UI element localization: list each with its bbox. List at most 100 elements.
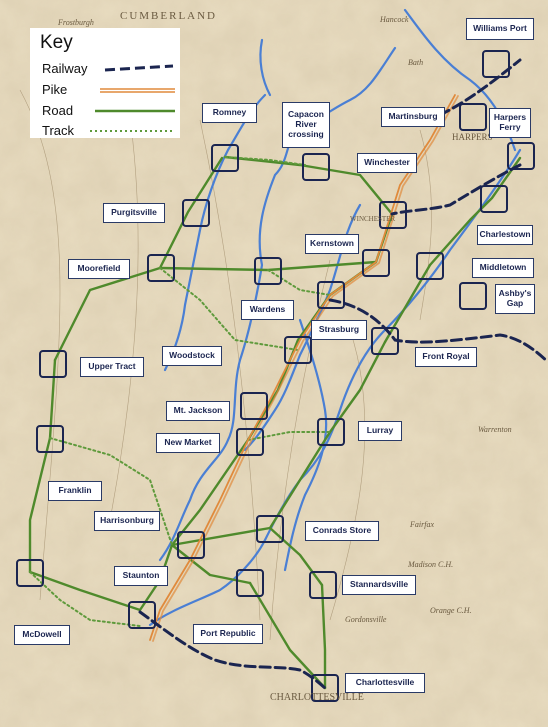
place-label-mcdowell: McDowell <box>14 625 70 645</box>
place-label-stannardsville: Stannardsville <box>342 575 416 595</box>
place-label-moorefield: Moorefield <box>68 259 130 279</box>
pike-valley-2 <box>152 95 459 642</box>
town-marker-upper-tract <box>39 350 67 378</box>
town-marker-harrisonburg <box>177 531 205 559</box>
place-label-ashbys-gap: Ashby's Gap <box>495 284 535 314</box>
road-franklin-mcdowell <box>28 436 52 574</box>
place-label-williams-port: Williams Port <box>466 18 534 40</box>
river-south-branch <box>163 93 267 372</box>
town-marker-williams-port <box>482 50 510 78</box>
place-label-purgitsville: Purgitsville <box>103 203 165 223</box>
map-text-bath: Bath <box>408 58 424 67</box>
town-marker-winchester <box>379 201 407 229</box>
town-marker-romney <box>211 144 239 172</box>
town-marker-charlottesville <box>311 674 339 702</box>
legend-label-railway: Railway <box>42 61 88 76</box>
track-franklin-harrisonburg <box>49 437 173 546</box>
legend-label-pike: Pike <box>42 82 68 97</box>
town-marker-franklin <box>36 425 64 453</box>
town-marker-luray <box>317 418 345 446</box>
map-text-harpers: HARPERS <box>452 132 493 142</box>
town-marker-strasburg <box>317 281 345 309</box>
place-label-charlestown: Charlestown <box>477 225 533 245</box>
town-marker-mcdowell <box>16 559 44 587</box>
town-marker-charlestown <box>480 185 508 213</box>
road-moorefield-uppertract <box>53 266 162 362</box>
map-text-fairfax: Fairfax <box>410 520 434 529</box>
river-west <box>259 38 272 97</box>
road-luray-conrads <box>268 430 332 530</box>
river-shenandoah-north <box>243 203 362 452</box>
town-marker-capacon <box>302 153 330 181</box>
road-newmarket-harrisonburg <box>170 438 250 547</box>
place-label-staunton: Staunton <box>114 566 168 586</box>
place-label-charlottesville: Charlottesville <box>345 673 425 693</box>
track-wardens-strasburg <box>267 269 331 296</box>
place-label-harpers-ferry: Harpers Ferry <box>489 108 531 138</box>
town-marker-martinsburg <box>459 103 487 131</box>
place-label-port-republic: Port Republic <box>193 624 263 644</box>
town-marker-staunton <box>128 601 156 629</box>
town-marker-middletown <box>416 252 444 280</box>
town-marker-mt-jackson <box>240 392 268 420</box>
track-mcdowell-staunton <box>29 571 141 627</box>
railway-harpers-winchester <box>390 163 522 216</box>
map-text-winchester: WINCHESTER <box>350 215 396 223</box>
town-marker-new-market <box>236 428 264 456</box>
town-marker-front-royal <box>371 327 399 355</box>
place-label-romney: Romney <box>202 103 257 123</box>
place-label-middletown: Middletown <box>472 258 534 278</box>
place-label-strasburg: Strasburg <box>311 320 367 340</box>
place-label-woodstock: Woodstock <box>162 346 222 366</box>
road-harrisonburg-conrads <box>170 526 272 547</box>
road-frontroyal-middletown <box>383 263 432 344</box>
river-south-fork <box>283 318 328 572</box>
legend-label-track: Track <box>42 123 75 138</box>
town-marker-harpers-ferry <box>507 142 535 170</box>
map-text-warrenton: Warrenton <box>478 425 512 434</box>
legend-label-road: Road <box>42 103 74 118</box>
town-marker-ashbys-gap <box>459 282 487 310</box>
place-label-mt-jackson: Mt. Jackson <box>166 401 230 421</box>
map-text-gordonsville: Gordonsville <box>345 615 387 624</box>
place-label-luray: Lurray <box>358 421 402 441</box>
place-label-wardens: Wardens <box>241 300 294 320</box>
pike-valley <box>149 94 456 641</box>
road-mcdowell-staunton <box>28 570 142 612</box>
town-marker-conrads-store <box>256 515 284 543</box>
map-text-hancock: Hancock <box>380 15 409 24</box>
legend-swatches <box>90 64 175 132</box>
legend-title: Key <box>40 32 73 53</box>
town-marker-stannardsville <box>309 571 337 599</box>
town-marker-woodstock <box>284 336 312 364</box>
town-marker-kernstown <box>362 249 390 277</box>
railway-manassas-gap <box>328 298 548 364</box>
place-label-kernstown: Kernstown <box>305 234 359 254</box>
place-label-upper-tract: Upper Tract <box>80 357 144 377</box>
map-text-orange: Orange C.H. <box>430 606 472 615</box>
place-label-winchester: Winchester <box>357 153 417 173</box>
place-label-capacon-river-crossing: Capacon River crossing <box>282 102 330 148</box>
town-marker-port-republic <box>236 569 264 597</box>
track-romney-capacon <box>224 156 306 166</box>
map-text-charlottesville: CHARLOTTESVILLE <box>270 692 364 703</box>
place-label-front-royal: Front Royal <box>415 347 477 367</box>
road-moorefield-purgitsville <box>158 156 224 270</box>
pikes <box>149 94 459 642</box>
place-label-franklin: Franklin <box>48 481 102 501</box>
town-marker-wardens <box>254 257 282 285</box>
railway-bo-east <box>438 58 522 117</box>
map-text-cumberland: CUMBERLAND <box>120 10 218 22</box>
tracks <box>29 156 331 627</box>
map-text-frostburgh: Frostburgh <box>58 18 94 27</box>
road-conrads-stannardsville <box>268 526 324 587</box>
town-marker-moorefield <box>147 254 175 282</box>
place-label-martinsburg: Martinsburg <box>381 107 445 127</box>
map-legend: Key Railway Pike Road Track <box>30 28 180 138</box>
track-moorefield-woodstock <box>159 267 299 351</box>
town-markers <box>16 50 535 702</box>
legend-swatch-railway <box>104 64 174 72</box>
place-label-conrads-store: Conrads Store <box>305 521 379 541</box>
map-text-madison: Madison C.H. <box>408 560 454 569</box>
place-label-new-market: New Market <box>156 433 220 453</box>
